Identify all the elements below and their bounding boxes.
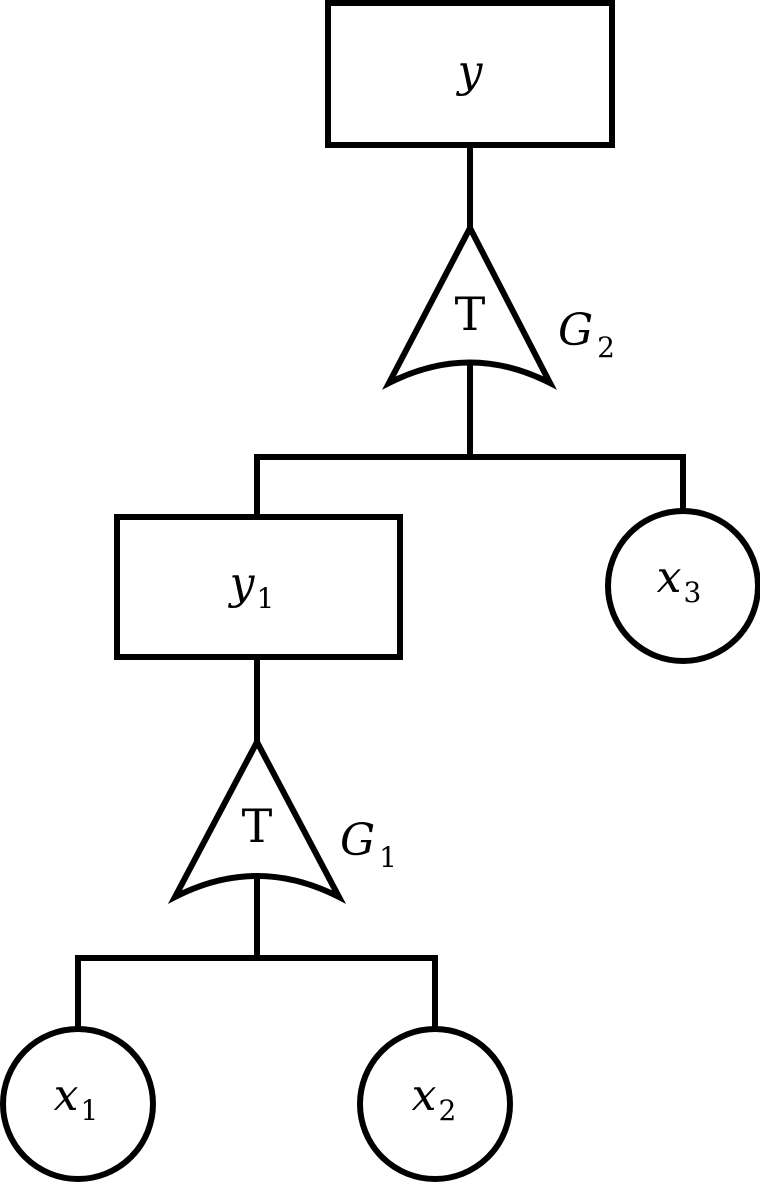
basic-event-x3-label: x3 xyxy=(657,552,702,609)
basic-event-x2-circle xyxy=(357,1026,513,1182)
gate-g2-symbol xyxy=(382,221,557,390)
gate-g2-name-sub: 2 xyxy=(597,331,615,364)
intermediate-event-sub: 1 xyxy=(257,582,275,615)
basic-event-x3: x3 xyxy=(605,508,760,664)
top-event-var: y xyxy=(456,46,484,97)
basic-event-x3-var: x xyxy=(657,552,682,603)
gate-g1-name-sub: 1 xyxy=(379,841,397,874)
top-event-box: y xyxy=(325,0,615,148)
top-event-label: y xyxy=(456,46,484,97)
basic-event-x1-label: x1 xyxy=(54,1070,99,1127)
basic-event-x1-var: x xyxy=(54,1070,79,1121)
basic-event-x3-sub: 3 xyxy=(684,576,702,609)
basic-event-x1-circle xyxy=(0,1026,156,1182)
top-event-rect xyxy=(325,0,615,148)
gate-g1-symbol xyxy=(167,735,347,905)
basic-event-x2-label: x2 xyxy=(412,1070,457,1127)
intermediate-event-var: y xyxy=(228,558,256,609)
basic-event-x2-sub: 2 xyxy=(439,1094,457,1127)
basic-event-x2-var: x xyxy=(412,1070,437,1121)
basic-event-x1-sub: 1 xyxy=(81,1094,99,1127)
intermediate-event-label: y1 xyxy=(228,558,275,615)
gate-g2-name-main: G xyxy=(558,305,593,356)
connector-lines xyxy=(75,145,686,1029)
gate-g1-symbol-label: T xyxy=(242,799,273,853)
basic-event-x3-circle xyxy=(605,508,760,664)
basic-event-x2: x2 xyxy=(357,1026,513,1182)
gate-g2-symbol-label: T xyxy=(455,287,486,341)
intermediate-event-box: y1 xyxy=(114,514,403,660)
intermediate-event-rect xyxy=(114,514,403,660)
gate-g1-name-main: G xyxy=(340,815,375,866)
basic-event-x1: x1 xyxy=(0,1026,156,1182)
